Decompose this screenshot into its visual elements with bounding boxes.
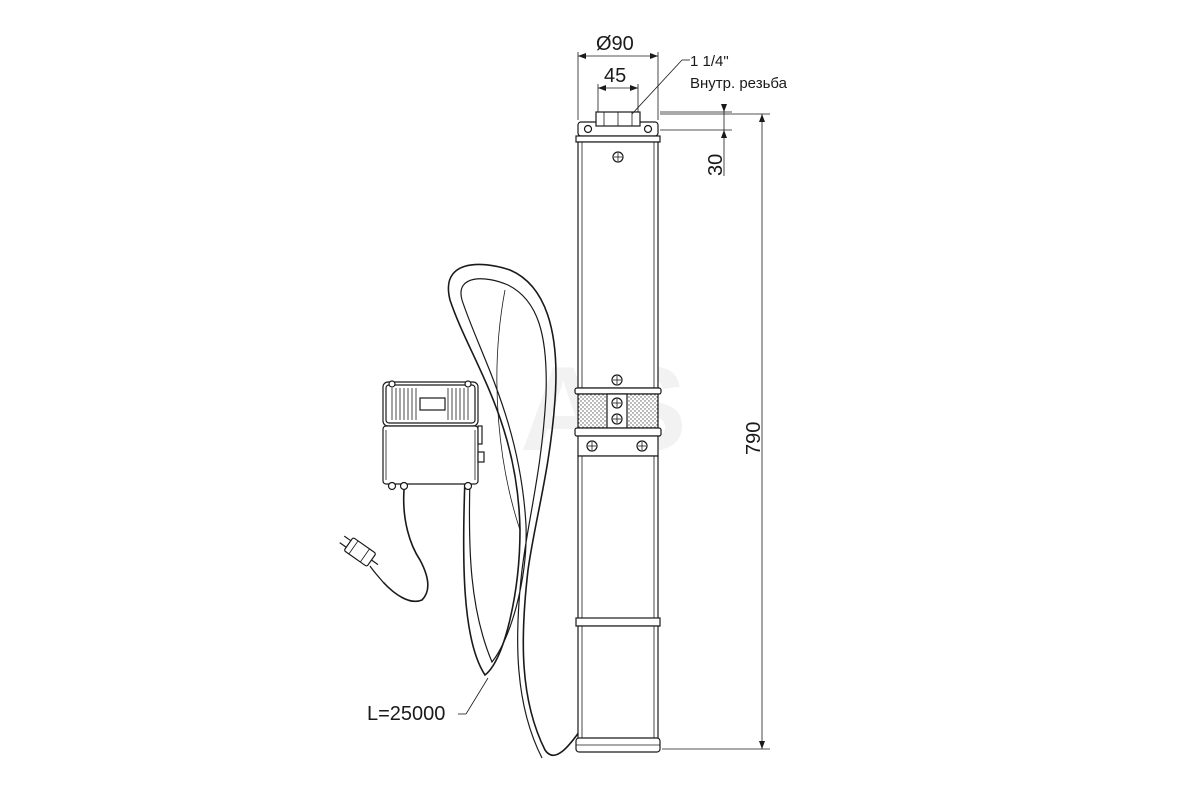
- power-cable: [447, 263, 583, 759]
- control-box: [382, 380, 485, 491]
- plug: [339, 535, 379, 567]
- thread-type-label: Внутр. резьба: [690, 75, 788, 92]
- pump-upper-body: [577, 141, 659, 389]
- cable-length-label: L=25000: [367, 703, 445, 725]
- dimension-total-height: 790: [660, 113, 770, 750]
- pump-screw: [586, 440, 598, 452]
- pump-screw: [611, 397, 623, 409]
- diameter-label: Ø90: [596, 33, 634, 55]
- dimension-diameter: Ø90: [577, 33, 659, 120]
- thread-callout: 1 1/4" Внутр. резьба: [631, 53, 788, 115]
- control-box-gland: [387, 481, 397, 491]
- top-height-label: 30: [705, 154, 727, 176]
- pump-screw: [612, 151, 624, 163]
- dimension-top-height: 30: [660, 104, 732, 176]
- thread-size-label: 1 1/4": [690, 53, 729, 70]
- pump: [574, 111, 662, 753]
- pump-motor-body: [577, 455, 659, 625]
- control-box-gland: [463, 481, 473, 491]
- control-box-ribs: [391, 388, 469, 420]
- pump-screw: [636, 440, 648, 452]
- control-box-screw: [464, 380, 472, 388]
- control-box-switch: [477, 425, 483, 445]
- dimension-inner-width: 45: [597, 65, 639, 112]
- cable-length-callout: L=25000: [367, 677, 489, 725]
- pump-screw: [611, 374, 623, 386]
- power-plug-cord: [339, 489, 429, 602]
- inner-width-label: 45: [604, 65, 626, 87]
- pump-screw: [611, 413, 623, 425]
- control-box-screw: [388, 380, 396, 388]
- control-box-gland: [399, 481, 409, 491]
- total-height-label: 790: [743, 422, 765, 455]
- control-box-label-plate: [419, 397, 446, 411]
